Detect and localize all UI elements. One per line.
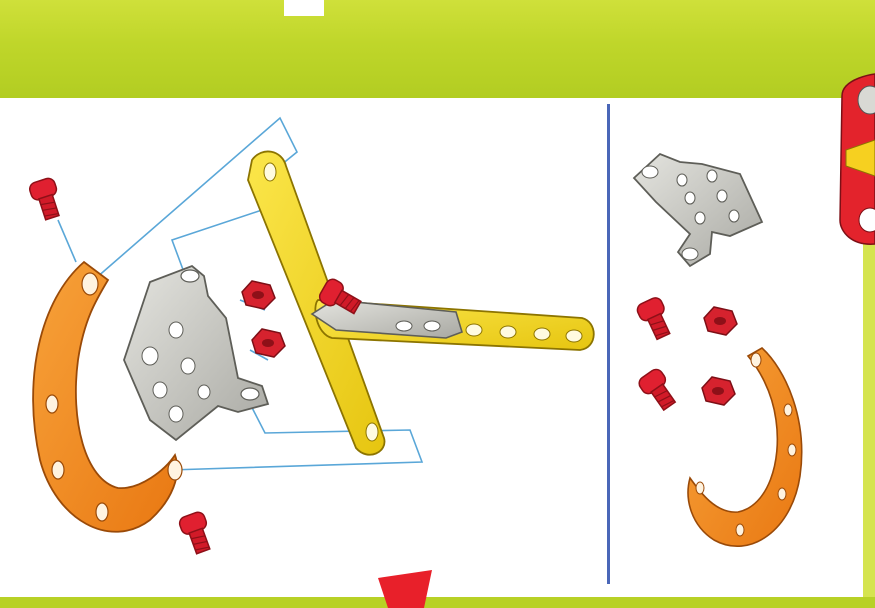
- bolt-icon: [636, 367, 680, 414]
- down-arrow-icon: [378, 570, 432, 608]
- bolt-icon: [28, 177, 65, 222]
- angle-bracket-icon: [634, 154, 762, 266]
- nut-icon: [702, 377, 735, 405]
- bolt-icon: [635, 296, 675, 342]
- nut-icon: [252, 329, 285, 357]
- nut-icon: [704, 307, 737, 335]
- right-edge-part: [840, 74, 875, 244]
- curved-strip-icon: [688, 348, 802, 546]
- nut-icon: [242, 281, 275, 309]
- bolt-icon: [178, 510, 216, 556]
